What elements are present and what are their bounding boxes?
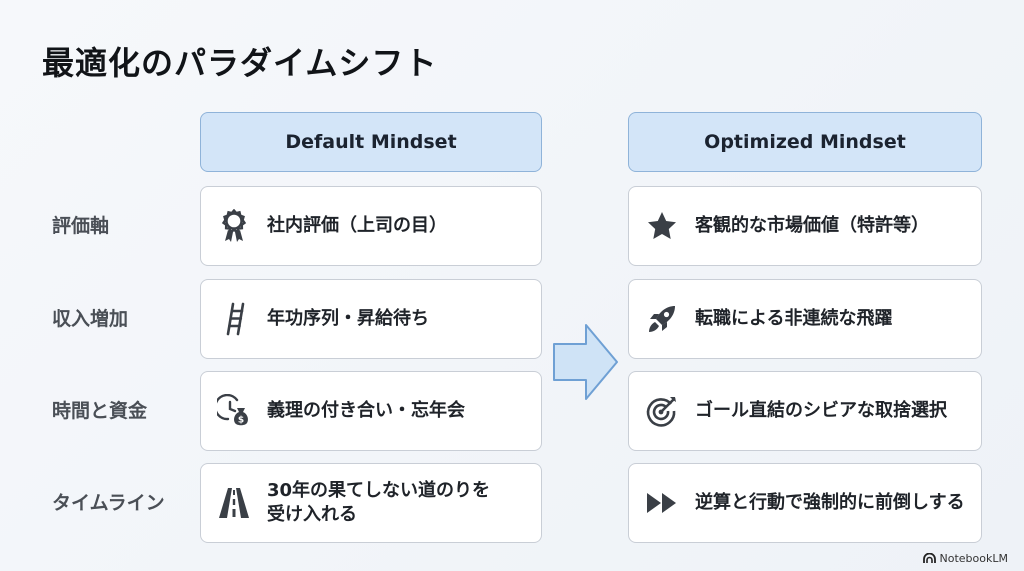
optimized-card-timeline: 逆算と行動で強制的に前倒しする — [628, 463, 982, 543]
star-icon — [645, 209, 679, 243]
row-label-timeline: タイムライン — [52, 492, 165, 514]
page-title: 最適化のパラダイムシフト — [42, 44, 438, 82]
notebooklm-logo-icon — [922, 553, 936, 563]
default-time-money-text: 義理の付き合い・忘年会 — [267, 399, 465, 421]
row-label-time-money: 時間と資金 — [52, 400, 148, 422]
brand-footer: NotebookLM — [922, 552, 1008, 565]
right-arrow-icon — [553, 324, 618, 400]
default-card-timeline: 30年の果てしない道のりを 受け入れる — [200, 463, 542, 543]
svg-text:$: $ — [238, 416, 244, 426]
row-label-income: 収入増加 — [52, 308, 129, 330]
brand-name: NotebookLM — [939, 552, 1008, 565]
default-card-time-money: $ 義理の付き合い・忘年会 — [200, 371, 542, 451]
rocket-icon — [645, 302, 679, 336]
optimized-card-evaluation: 客観的な市場価値（特許等） — [628, 186, 982, 266]
default-card-income: 年功序列・昇給待ち — [200, 279, 542, 359]
clock-money-icon: $ — [217, 394, 251, 428]
optimized-mindset-header: Optimized Mindset — [628, 112, 982, 172]
target-icon — [645, 394, 679, 428]
optimized-income-text: 転職による非連続な飛躍 — [695, 307, 893, 329]
default-card-evaluation: 社内評価（上司の目） — [200, 186, 542, 266]
ladder-icon — [217, 302, 251, 336]
optimized-timeline-text: 逆算と行動で強制的に前倒しする — [695, 491, 965, 513]
default-timeline-line2: 受け入れる — [267, 504, 357, 525]
optimized-card-time-money: ゴール直結のシビアな取捨選択 — [628, 371, 982, 451]
optimized-time-money-text: ゴール直結のシビアな取捨選択 — [695, 399, 947, 421]
optimized-evaluation-text: 客観的な市場価値（特許等） — [695, 214, 929, 236]
default-evaluation-text: 社内評価（上司の目） — [267, 214, 447, 236]
default-timeline-line1: 30年の果てしない道のりを — [267, 479, 491, 501]
default-timeline-text: 30年の果てしない道のりを 受け入れる — [267, 479, 490, 528]
optimized-card-income: 転職による非連続な飛躍 — [628, 279, 982, 359]
default-income-text: 年功序列・昇給待ち — [267, 307, 429, 329]
medal-icon — [217, 209, 251, 243]
fast-forward-icon — [645, 486, 679, 520]
road-icon — [217, 486, 251, 520]
default-mindset-header: Default Mindset — [200, 112, 542, 172]
row-label-evaluation: 評価軸 — [52, 215, 110, 237]
